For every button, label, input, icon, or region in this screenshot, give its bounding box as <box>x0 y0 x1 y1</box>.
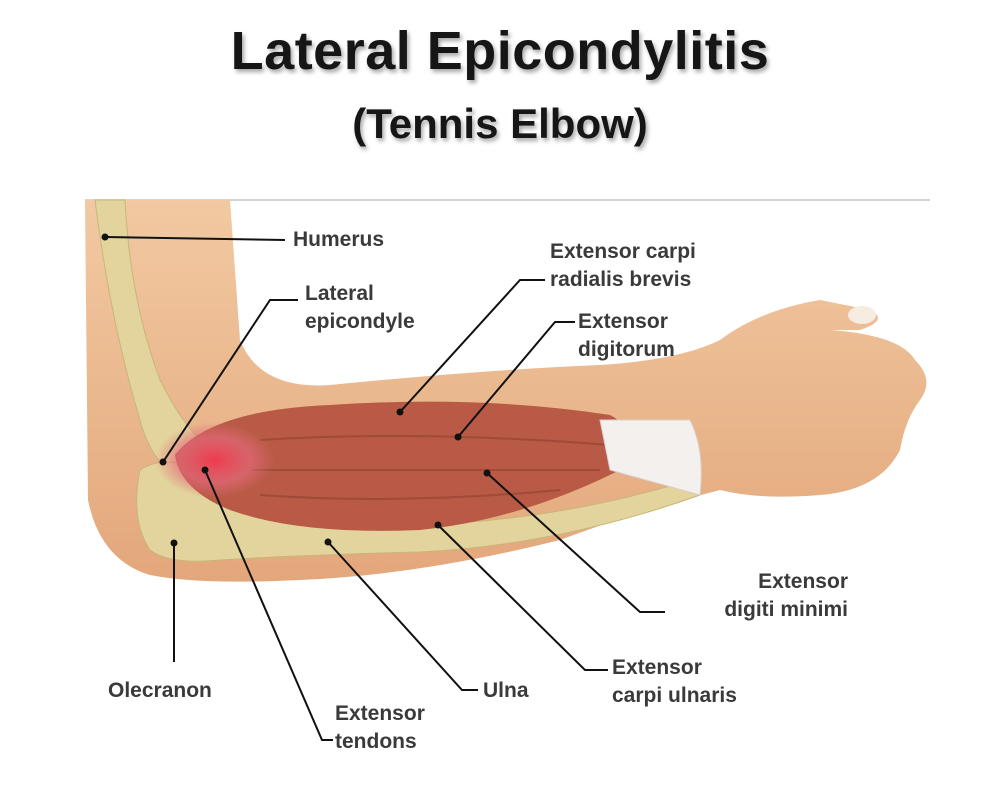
label-line: Extensor carpi <box>550 240 696 263</box>
inflamed-area <box>155 422 275 498</box>
label-line: Extensor <box>578 310 668 333</box>
label-extensor-digitorum: Extensor digitorum <box>578 308 675 364</box>
wrist-tendons <box>599 419 702 496</box>
label-olecranon: Olecranon <box>108 679 212 702</box>
label-line: Extensor <box>612 656 702 679</box>
diagram-title: Lateral Epicondylitis <box>230 21 770 81</box>
label-extensor-tendons: Extensor tendons <box>335 700 425 756</box>
leader-lines <box>104 236 665 741</box>
label-line: digitorum <box>578 338 675 361</box>
label-line: Lateral <box>305 282 374 305</box>
label-line: digiti minimi <box>724 598 848 621</box>
label-humerus: Humerus <box>293 228 385 251</box>
label-line: Extensor <box>335 702 425 725</box>
label-extensor-carpi-ulnaris: Extensor carpi ulnaris <box>612 654 737 710</box>
label-dots <box>101 233 491 547</box>
label-line: Extensor <box>758 570 848 593</box>
label-line: epicondyle <box>305 310 415 333</box>
label-line: radialis brevis <box>550 268 692 291</box>
label-extensor-carpi-radialis-brevis: Extensor carpi radialis brevis <box>550 238 696 294</box>
label-lateral-epicondyle: Lateral epicondyle <box>305 280 415 336</box>
label-extensor-digiti-minimi: Extensor digiti minimi <box>668 568 848 624</box>
label-ulna: Ulna <box>483 679 529 702</box>
label-line: tendons <box>335 730 417 753</box>
diagram-subtitle: (Tennis Elbow) <box>352 100 648 147</box>
label-line: carpi ulnaris <box>612 684 737 707</box>
